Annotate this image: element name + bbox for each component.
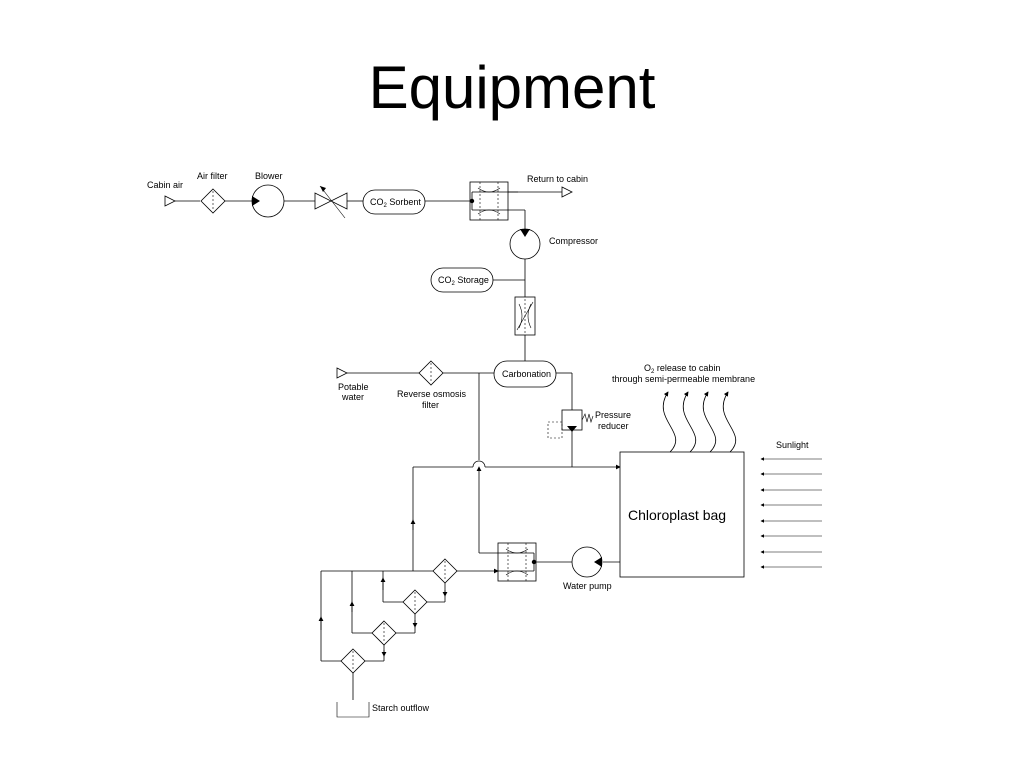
starch-outflow-label: Starch outflow (372, 703, 430, 713)
potable-water-label-2: water (341, 392, 364, 402)
air-filter-icon: Air filter (197, 171, 228, 214)
potable-water-inlet: Potable water (336, 367, 369, 402)
ro-filter-label-2: filter (422, 400, 439, 410)
sunlight-label: Sunlight (776, 440, 809, 450)
flow-regulator-icon (514, 296, 536, 336)
co2-sorbent-label: CO (370, 197, 384, 207)
potable-water-label-1: Potable (338, 382, 369, 392)
separation-filter-4-icon (340, 648, 366, 674)
slide-title: Equipment (368, 54, 656, 121)
control-valve-icon (314, 185, 348, 219)
compressor-icon: Compressor (509, 228, 598, 260)
pressure-reducer-icon: Pressure reducer (547, 409, 631, 439)
svg-text:O2 release to cabin: O2 release to cabin (644, 363, 720, 375)
svg-text:CO2 Storage: CO2 Storage (438, 275, 489, 287)
o2-release-label-2: through semi-permeable membrane (612, 374, 755, 384)
separation-piping (318, 467, 448, 700)
pipe-crossover (472, 460, 486, 468)
reverse-osmosis-filter-icon: Reverse osmosis filter (397, 360, 467, 410)
pressure-reducer-label-2: reducer (598, 421, 629, 431)
return-to-cabin-outlet (561, 186, 573, 198)
cabin-air-label: Cabin air (147, 180, 183, 190)
carbonation-label: Carbonation (502, 369, 551, 379)
svg-text:CO2 Sorbent: CO2 Sorbent (370, 197, 421, 209)
upper-heat-exchanger-icon (469, 181, 518, 221)
separation-filter-2-icon (402, 589, 428, 615)
air-filter-label: Air filter (197, 171, 228, 181)
sunlight-arrows (760, 457, 822, 569)
return-to-cabin-label: Return to cabin (527, 174, 588, 184)
chloroplast-bag-label: Chloroplast bag (628, 507, 726, 523)
co2-storage-label: CO (438, 275, 452, 285)
separation-filter-1-icon (432, 558, 458, 584)
ro-filter-label-1: Reverse osmosis (397, 389, 467, 399)
separation-filter-3-icon (371, 620, 397, 646)
compressor-label: Compressor (549, 236, 598, 246)
starch-outflow-container: Starch outflow (336, 702, 430, 718)
lower-heat-exchanger-icon (497, 542, 537, 582)
co2-sorbent-vessel: CO2 Sorbent (362, 189, 426, 215)
blower-icon: Blower (251, 171, 285, 218)
water-pump-icon: Water pump (563, 546, 612, 591)
water-pump-label: Water pump (563, 581, 612, 591)
o2-release-label: O (644, 363, 651, 373)
carbonation-vessel: Carbonation (493, 360, 557, 388)
chloroplast-bag: Chloroplast bag (619, 451, 745, 578)
cabin-air-inlet: Cabin air (147, 180, 183, 207)
co2-storage-vessel: CO2 Storage (430, 267, 494, 293)
blower-label: Blower (255, 171, 283, 181)
pressure-reducer-label-1: Pressure (595, 410, 631, 420)
o2-release-arrows (662, 391, 737, 453)
